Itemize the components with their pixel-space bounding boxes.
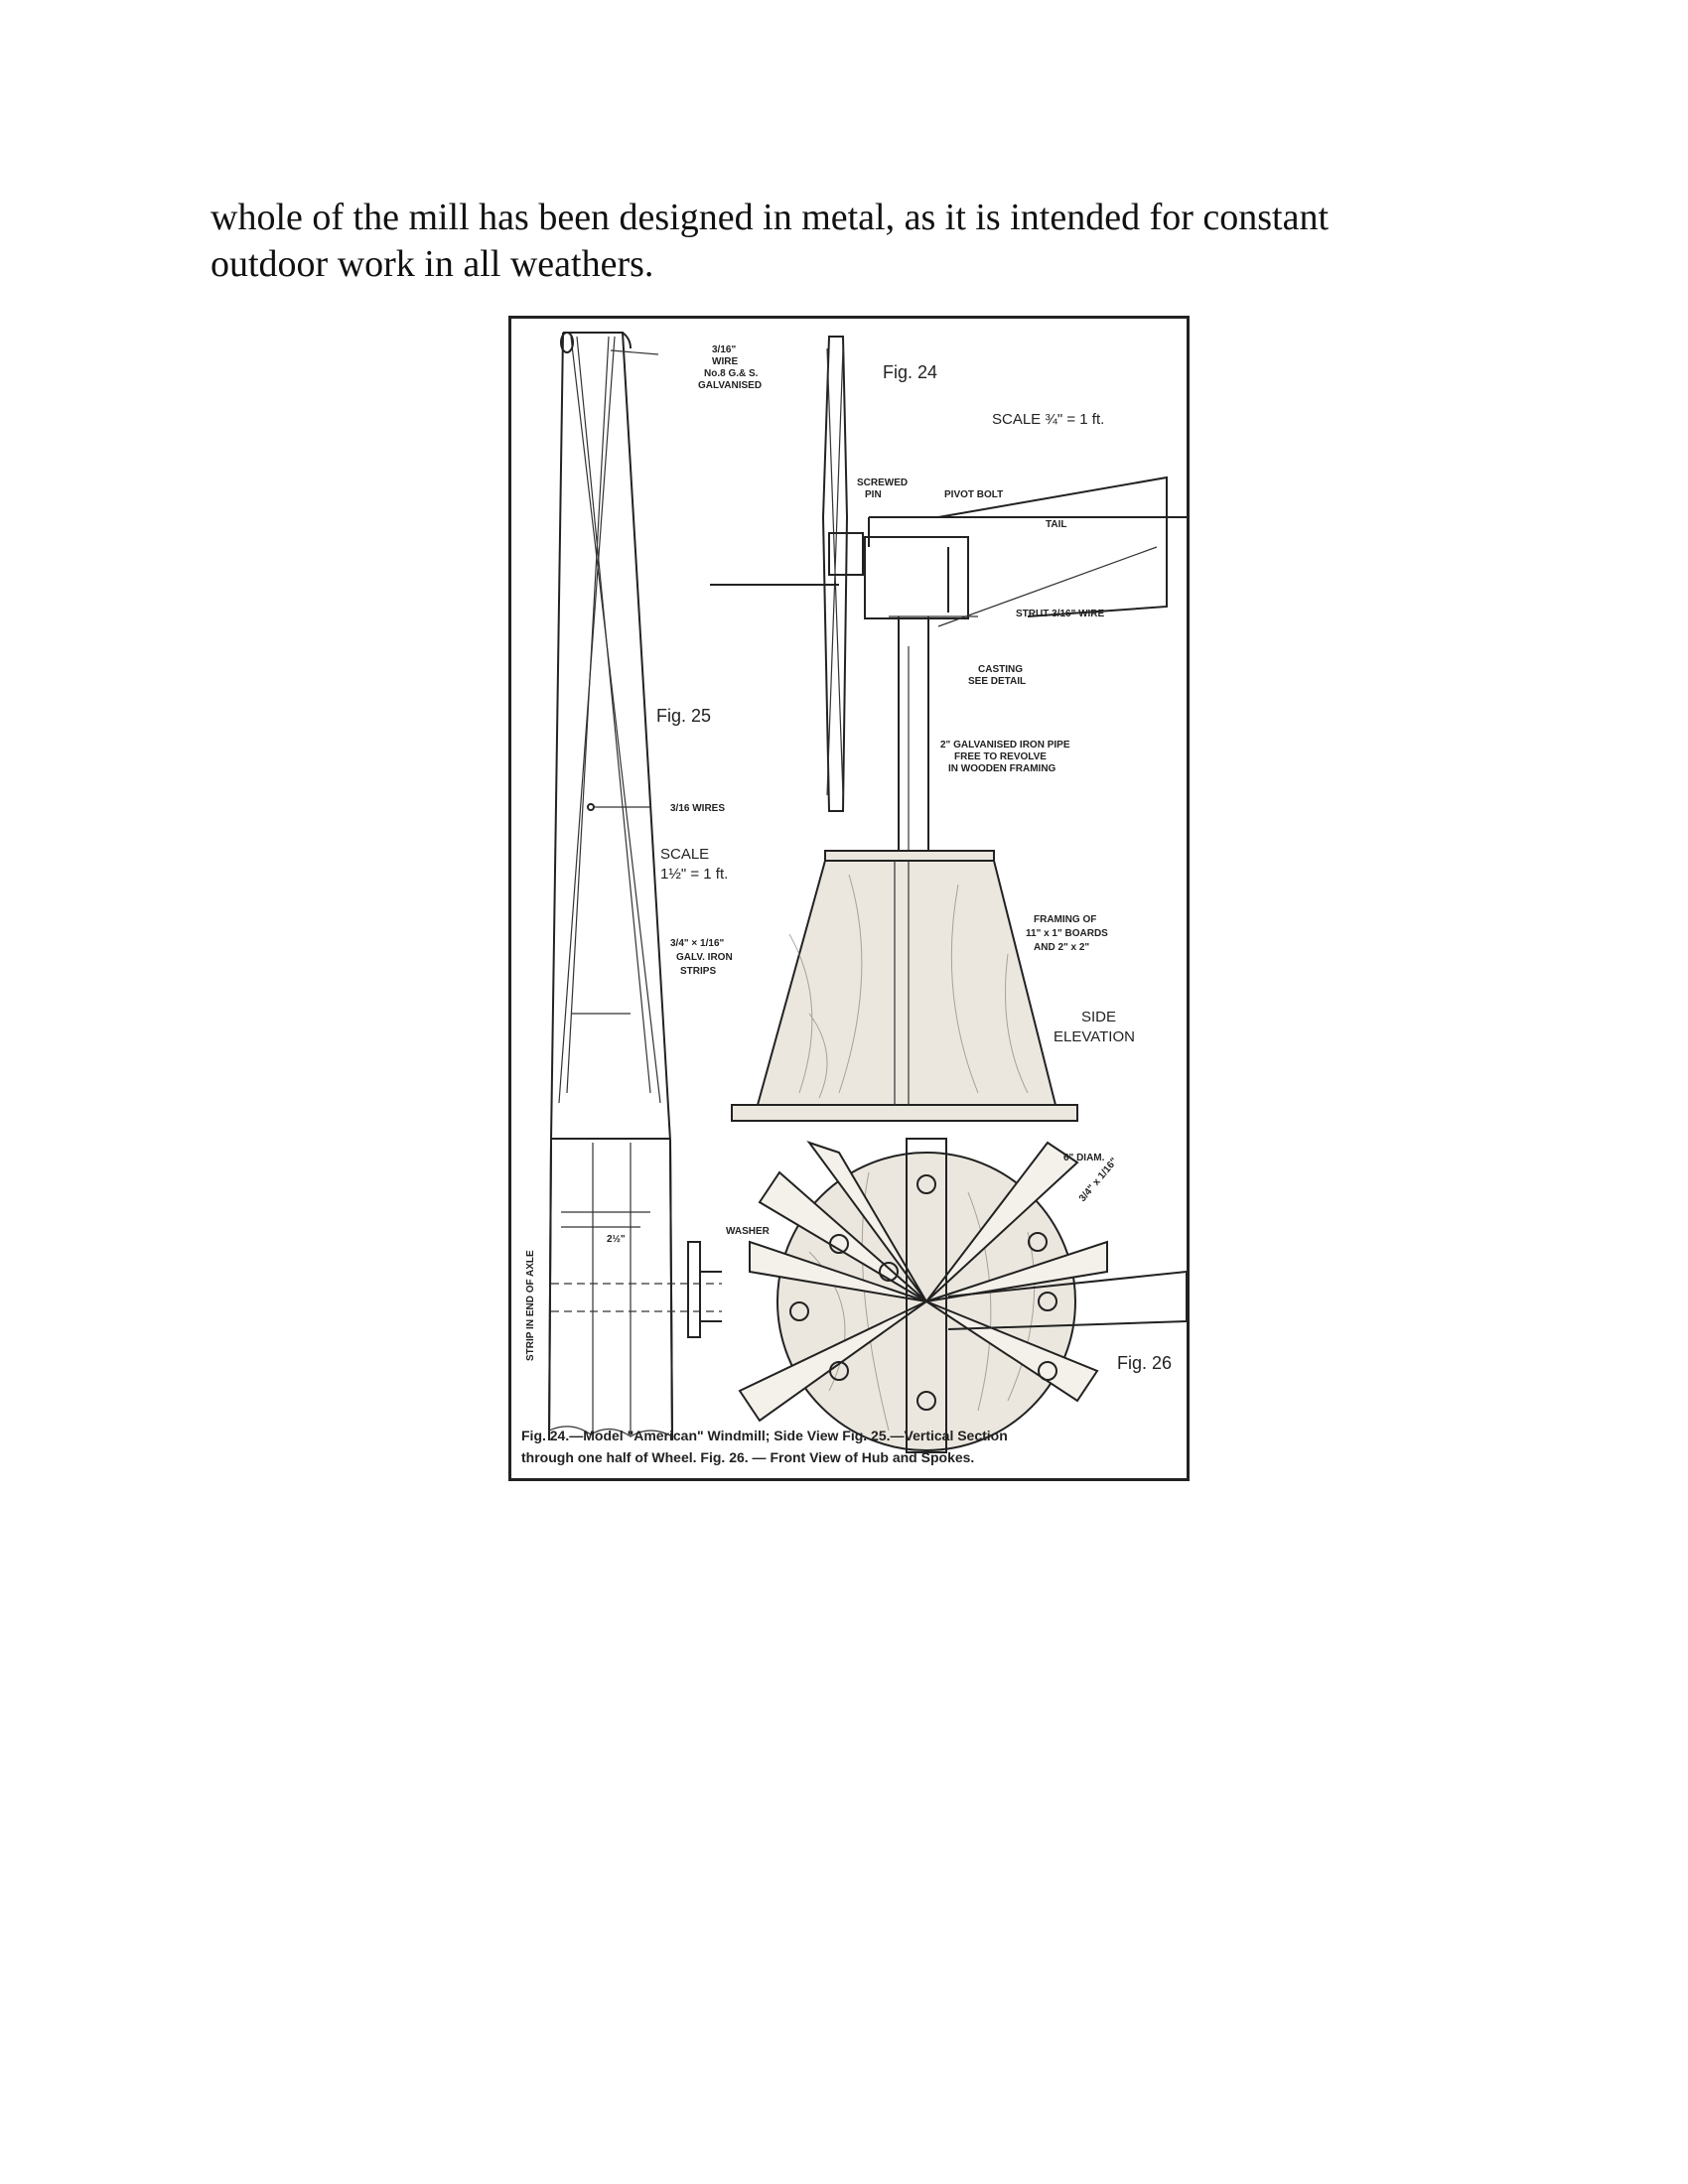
paragraph-line-1: whole of the mill has been designed in m… (211, 197, 1330, 238)
label-framing-3: AND 2" x 2" (1034, 942, 1089, 953)
label-wire: WIRE (712, 356, 738, 367)
label-pipe-2: FREE TO REVOLVE (954, 751, 1047, 762)
label-dimension: 2½" (607, 1234, 626, 1245)
windmill-figure: Fig. 24 SCALE ¾" = 1 ft. Fig. 25 SCALE 1… (508, 316, 1190, 1481)
label-pipe-1: 2" GALVANISED IRON PIPE (940, 740, 1070, 751)
body-paragraph: whole of the mill has been designed in m… (211, 195, 1501, 288)
label-screwed-pin-1: SCREWED (857, 478, 908, 488)
label-wires: 3/16 WIRES (670, 803, 725, 814)
fig24-scale: SCALE ¾" = 1 ft. (992, 411, 1104, 428)
label-wire-size: 3/16" (712, 344, 736, 355)
fig26-hub (738, 1138, 1187, 1453)
label-casting-1: CASTING (978, 664, 1023, 675)
fig25-section (548, 332, 722, 1441)
fig25-scale-1: SCALE (660, 846, 709, 863)
paragraph-line-2: outdoor work in all weathers. (211, 243, 654, 285)
label-side-elevation-1: SIDE (1081, 1009, 1116, 1025)
label-pivot-bolt: PIVOT BOLT (944, 489, 1003, 500)
label-washer: WASHER (726, 1226, 771, 1237)
fig24-title: Fig. 24 (883, 362, 937, 382)
fig25-title: Fig. 25 (656, 706, 711, 726)
label-wire-gauge: No.8 G.& S. (704, 368, 759, 379)
label-side-elevation-2: ELEVATION (1054, 1028, 1135, 1045)
fig25-scale-2: 1½" = 1 ft. (660, 866, 728, 883)
figure-caption-line-1: Fig. 24.—Model "American" Windmill; Side… (521, 1428, 1008, 1443)
label-galvanised: GALVANISED (698, 380, 762, 391)
windmill-drawing: Fig. 24 SCALE ¾" = 1 ft. Fig. 25 SCALE 1… (521, 332, 1187, 1465)
label-strut: STRUT 3/16" WIRE (1016, 609, 1105, 619)
label-casting-2: SEE DETAIL (968, 676, 1026, 687)
label-framing-1: FRAMING OF (1034, 914, 1096, 925)
figure-caption-line-2: through one half of Wheel. Fig. 26. — Fr… (521, 1449, 974, 1465)
wooden-framing (731, 850, 1078, 1122)
label-strips-3: STRIPS (680, 966, 716, 977)
label-tail: TAIL (1046, 519, 1066, 530)
fig24-side-view (710, 336, 1187, 855)
label-screwed-pin-2: PIN (865, 489, 882, 500)
label-strips-2: GALV. IRON (676, 952, 733, 963)
fig26-title: Fig. 26 (1117, 1353, 1172, 1373)
label-strip-axle: STRIP IN END OF AXLE (525, 1250, 536, 1361)
label-pipe-3: IN WOODEN FRAMING (948, 763, 1056, 774)
label-diameter: 6" DIAM. (1063, 1153, 1105, 1163)
label-framing-2: 11" x 1" BOARDS (1026, 928, 1108, 939)
label-strips-1: 3/4" × 1/16" (670, 938, 725, 949)
